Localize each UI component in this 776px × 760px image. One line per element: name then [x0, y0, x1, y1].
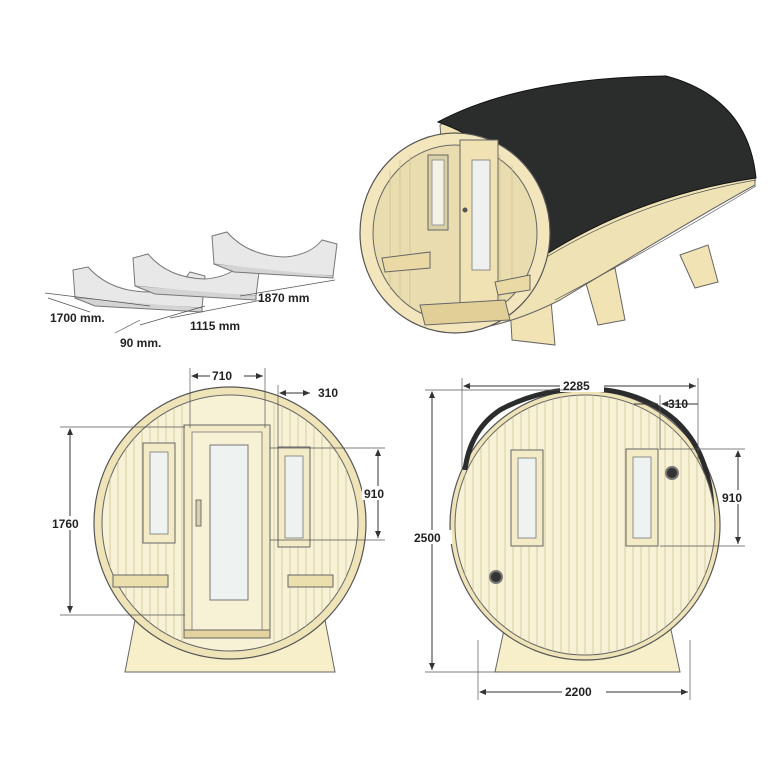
front-interior-height-label: 1760 — [52, 517, 79, 531]
front-window-offset-label: 310 — [318, 386, 338, 400]
perspective-hoop — [544, 179, 757, 259]
support-length-label: 1870 mm — [258, 291, 309, 305]
perspective-view — [359, 75, 757, 346]
back-window-height-label: 910 — [722, 491, 742, 505]
supports-dimension-lines — [44, 279, 336, 334]
perspective-floor — [419, 299, 511, 326]
front-door-glass — [209, 444, 249, 601]
perspective-front-inner — [372, 144, 538, 322]
back-outer-width-label: 2285 — [563, 379, 590, 393]
front-bench-left — [112, 574, 169, 588]
support-beam-3 — [211, 231, 338, 279]
perspective-leg-back — [679, 244, 719, 289]
support-spacing-label: 1115 mm — [190, 319, 240, 333]
perspective-door-handle — [462, 207, 468, 213]
back-window-offset-label: 310 — [668, 397, 688, 411]
front-floor — [183, 629, 271, 639]
front-window-height-label: 910 — [364, 487, 384, 501]
support-thickness-label: 90 mm. — [120, 336, 161, 350]
back-vent-bottom — [489, 570, 503, 584]
back-total-height-label: 2500 — [414, 531, 441, 545]
front-door-width-label: 710 — [212, 369, 232, 383]
perspective-bench-right — [494, 274, 531, 296]
back-base-width-label: 2200 — [565, 685, 592, 699]
support-height-label: 1700 mm. — [50, 311, 105, 325]
supports-view: 1870 mm 1700 mm. 1115 mm 90 mm. — [44, 231, 338, 350]
front-view: 710 310 910 1760 — [50, 368, 394, 673]
perspective-bench-left — [381, 251, 431, 273]
back-dimensions — [412, 378, 752, 700]
front-bench-right — [287, 574, 334, 588]
front-door-handle — [195, 499, 202, 527]
front-dimensions — [50, 368, 394, 616]
back-vent-top — [665, 466, 679, 480]
back-view: 2285 310 910 2500 2200 — [412, 378, 752, 700]
